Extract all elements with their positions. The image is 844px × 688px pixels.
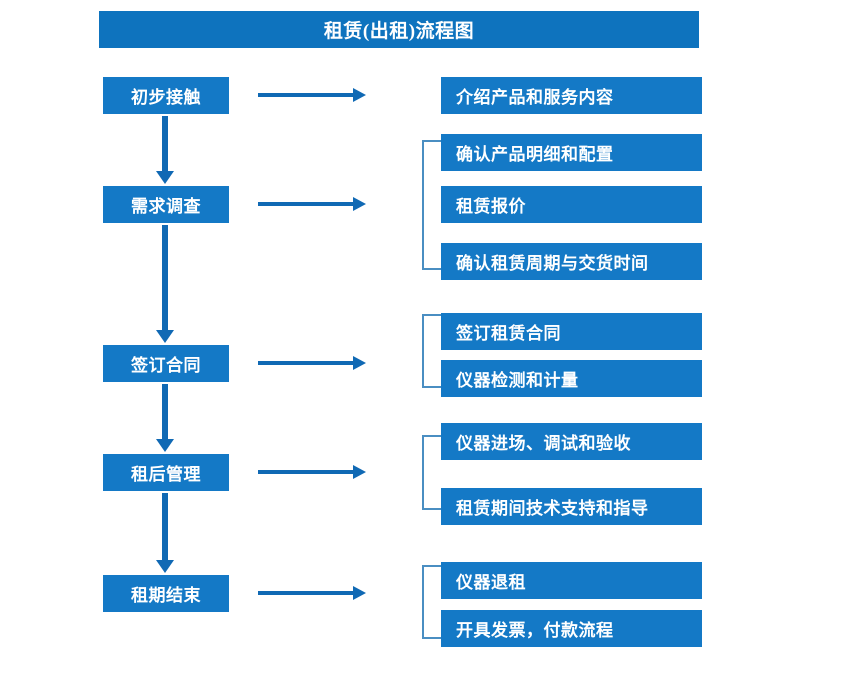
detail-box-sign-lease[interactable]: 签订租赁合同 [441,313,702,350]
detail-box-confirm-spec[interactable]: 确认产品明细和配置 [441,134,702,171]
vertical-arrow-1 [156,116,174,184]
stage-box-initial-contact[interactable]: 初步接触 [103,77,229,114]
detail-box-confirm-period[interactable]: 确认租赁周期与交货时间 [441,243,702,280]
horizontal-arrow-3 [258,356,366,370]
group-bracket-sign-contract [422,314,441,388]
vertical-arrow-3 [156,384,174,452]
stage-box-post-rent-mgmt[interactable]: 租后管理 [103,454,229,491]
detail-box-invoice-payment[interactable]: 开具发票，付款流程 [441,610,702,647]
stage-box-lease-end[interactable]: 租期结束 [103,575,229,612]
vertical-arrow-4 [156,493,174,573]
detail-box-instrument-check[interactable]: 仪器检测和计量 [441,360,702,397]
stage-box-needs-survey[interactable]: 需求调查 [103,186,229,223]
detail-box-rental-quote[interactable]: 租赁报价 [441,186,702,223]
detail-box-tech-support[interactable]: 租赁期间技术支持和指导 [441,488,702,525]
vertical-arrow-2 [156,225,174,343]
detail-box-onsite-commission[interactable]: 仪器进场、调试和验收 [441,423,702,460]
diagram-title: 租赁(出租)流程图 [99,11,699,48]
horizontal-arrow-1 [258,88,366,102]
group-bracket-post-rent [422,435,441,510]
stage-box-sign-contract[interactable]: 签订合同 [103,345,229,382]
group-bracket-lease-end [422,565,441,639]
detail-box-introduce-products[interactable]: 介绍产品和服务内容 [441,77,702,114]
horizontal-arrow-2 [258,197,366,211]
horizontal-arrow-5 [258,586,366,600]
detail-box-instrument-return[interactable]: 仪器退租 [441,562,702,599]
group-bracket-needs-survey [422,140,441,270]
horizontal-arrow-4 [258,465,366,479]
